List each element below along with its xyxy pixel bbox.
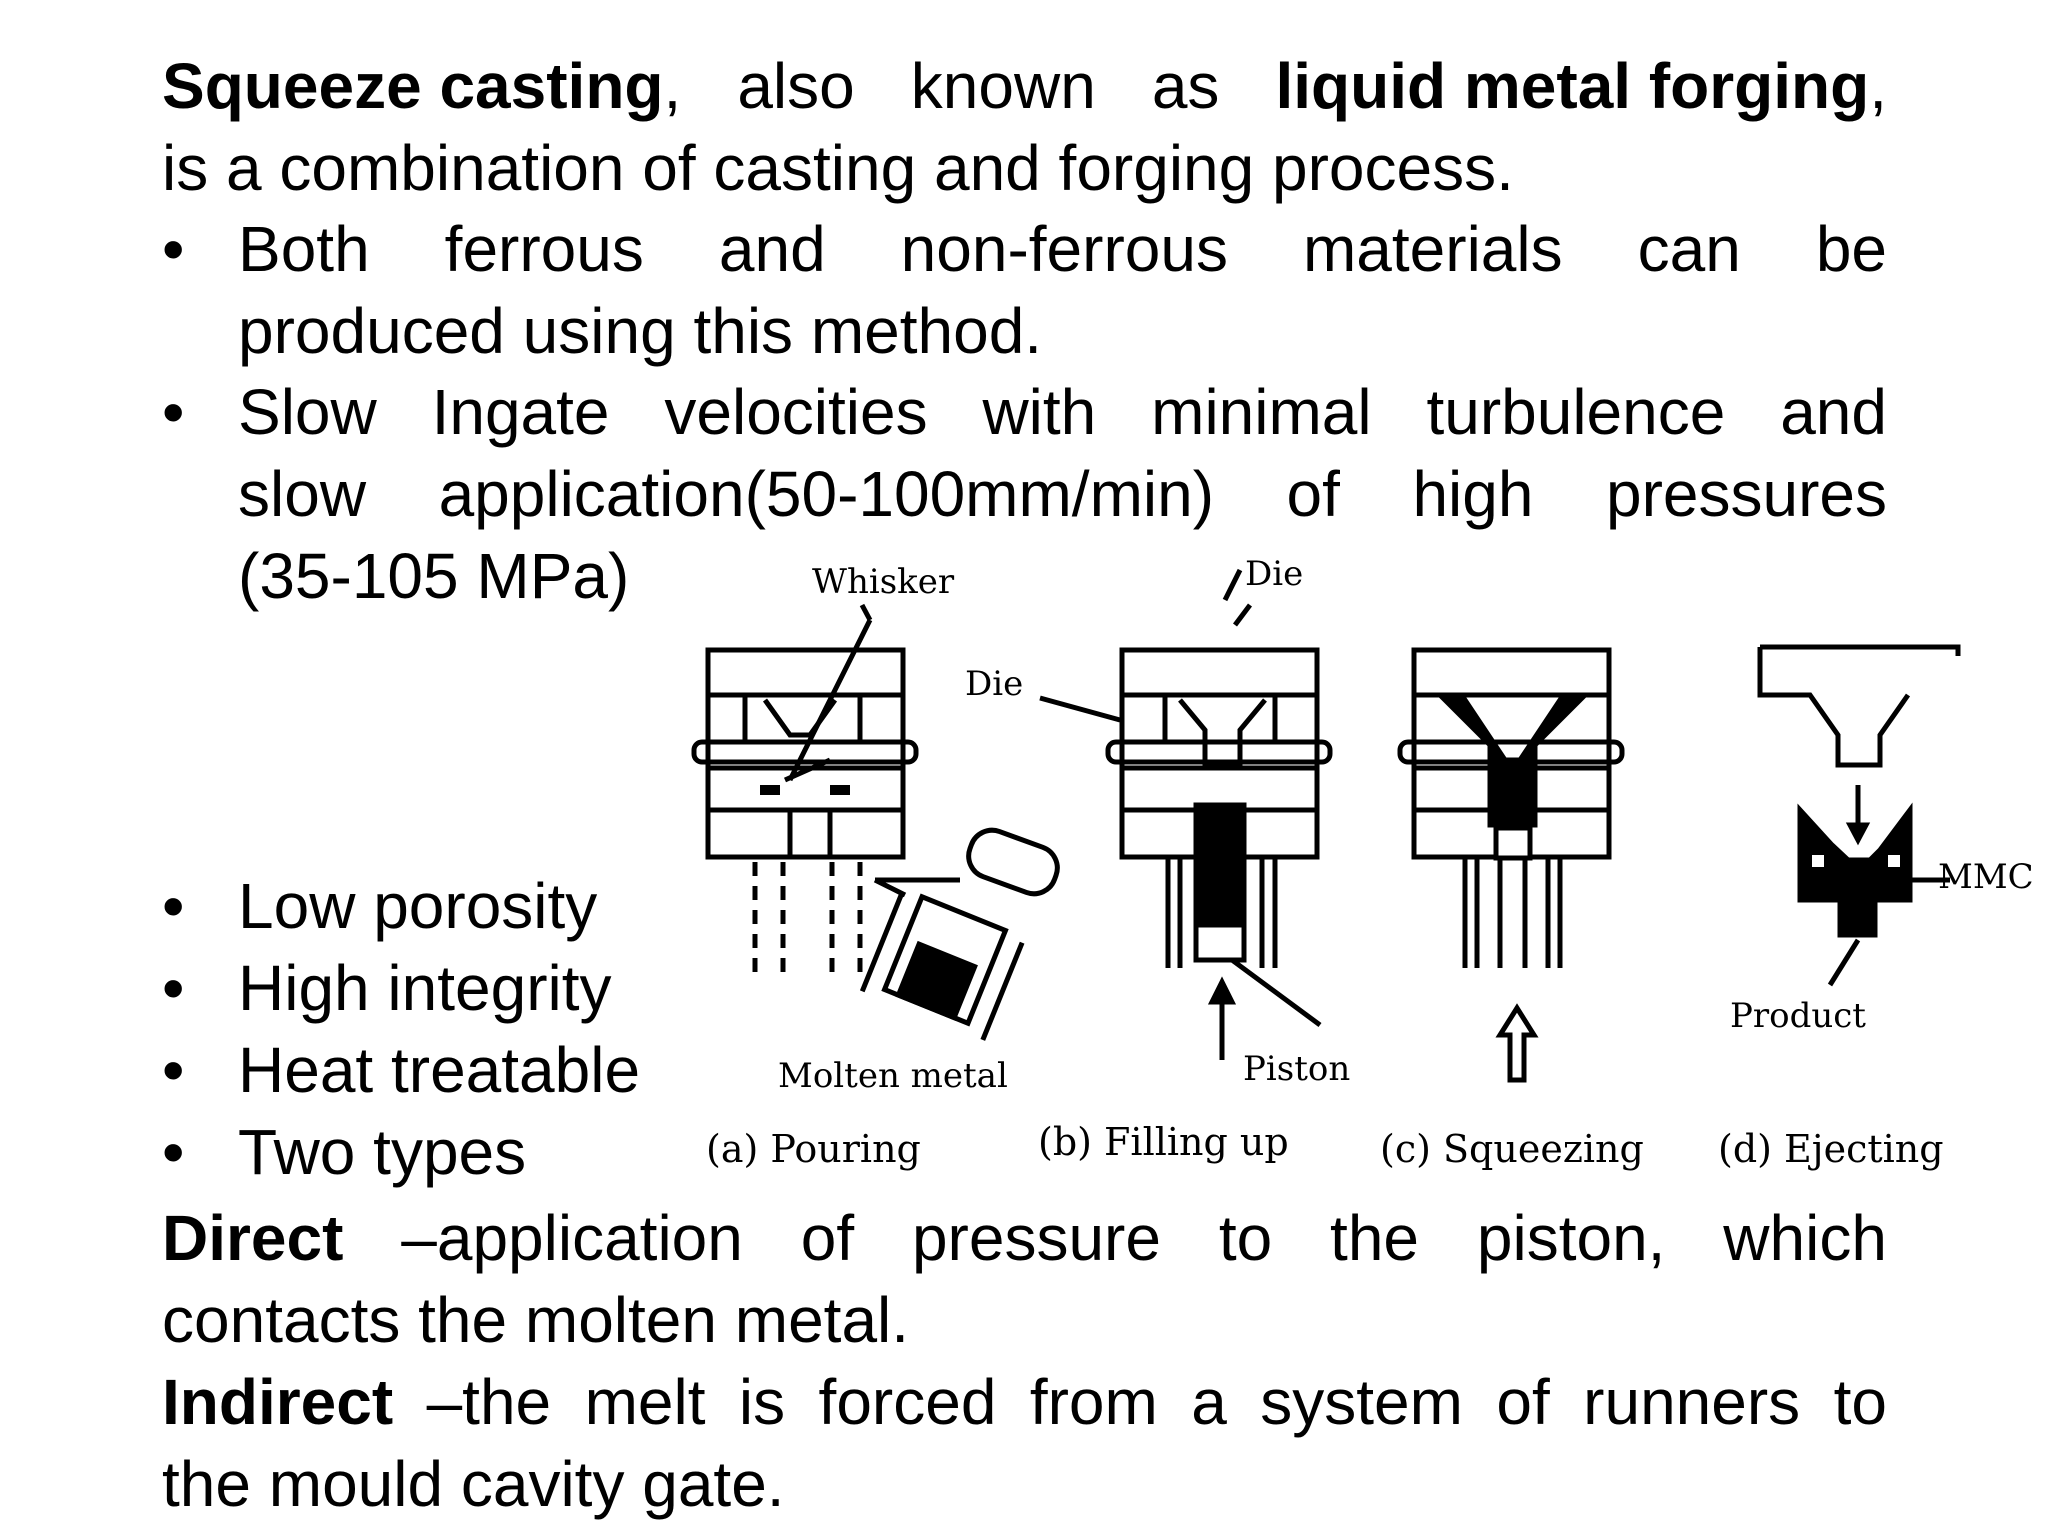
bullet-dot: • bbox=[162, 952, 185, 1024]
term-indirect: Indirect bbox=[162, 1366, 394, 1438]
caption-d: (d) Ejecting bbox=[1718, 1127, 1944, 1171]
bullet-dot: • bbox=[162, 376, 185, 448]
label-product: Product bbox=[1730, 996, 1866, 1036]
intro-word: also bbox=[737, 50, 855, 122]
stage-d-ejecting bbox=[1757, 644, 1961, 987]
direct-line-2: contacts the molten metal. bbox=[162, 1284, 910, 1356]
label-die-top: Die bbox=[1245, 554, 1303, 594]
indirect-line-1: Indirect –the melt is forced from a syst… bbox=[162, 1366, 1887, 1438]
direct-line-1: Direct –application of pressure to the p… bbox=[162, 1202, 1887, 1274]
intro-line-2: is a combination of casting and forging … bbox=[162, 132, 1514, 204]
label-molten-metal: Molten metal bbox=[778, 1056, 1008, 1096]
bullet-dot: • bbox=[162, 213, 185, 285]
bullet-2-line-3: (35-105 MPa) bbox=[238, 540, 630, 612]
caption-b: (b) Filling up bbox=[1038, 1120, 1289, 1164]
bullet-two-types: Two types bbox=[238, 1116, 527, 1188]
label-piston: Piston bbox=[1243, 1049, 1350, 1089]
stage-a-pouring bbox=[691, 603, 1060, 1041]
intro-word: known bbox=[910, 50, 1096, 122]
label-whisker: Whisker bbox=[812, 562, 955, 602]
bullet-2-line-1: Slow Ingate velocities with minimal turb… bbox=[238, 376, 1887, 448]
stage-b-filling-up bbox=[1039, 568, 1333, 1060]
bullet-2-line-2: slow application(50-100mm/min) of high p… bbox=[238, 458, 1887, 530]
bullet-1-line-1: Both ferrous and non-ferrous materials c… bbox=[238, 213, 1887, 285]
bullet-low-porosity: Low porosity bbox=[238, 870, 598, 942]
bullet-dot: • bbox=[162, 1116, 185, 1188]
up-arrow-icon bbox=[1495, 1003, 1539, 1083]
term-squeeze-casting: Squeeze casting bbox=[162, 50, 664, 122]
stage-c-squeezing bbox=[1397, 647, 1625, 1083]
label-die-side: Die bbox=[965, 664, 1023, 704]
intro-word: as bbox=[1151, 50, 1220, 122]
intro-line-1: Squeeze casting, also known as liquid me… bbox=[162, 50, 1887, 122]
bullet-high-integrity: High integrity bbox=[238, 952, 612, 1024]
bullet-dot: • bbox=[162, 1034, 185, 1106]
label-mmc: MMC bbox=[1938, 857, 2034, 897]
term-liquid-metal-forging: liquid metal forging bbox=[1275, 50, 1870, 122]
caption-c: (c) Squeezing bbox=[1380, 1127, 1644, 1171]
bullet-dot: • bbox=[162, 870, 185, 942]
bullet-1-line-2: produced using this method. bbox=[238, 295, 1043, 367]
bullet-heat-treatable: Heat treatable bbox=[238, 1034, 641, 1106]
indirect-line-2: the mould cavity gate. bbox=[162, 1448, 785, 1520]
caption-a: (a) Pouring bbox=[706, 1127, 921, 1171]
term-direct: Direct bbox=[162, 1202, 344, 1274]
